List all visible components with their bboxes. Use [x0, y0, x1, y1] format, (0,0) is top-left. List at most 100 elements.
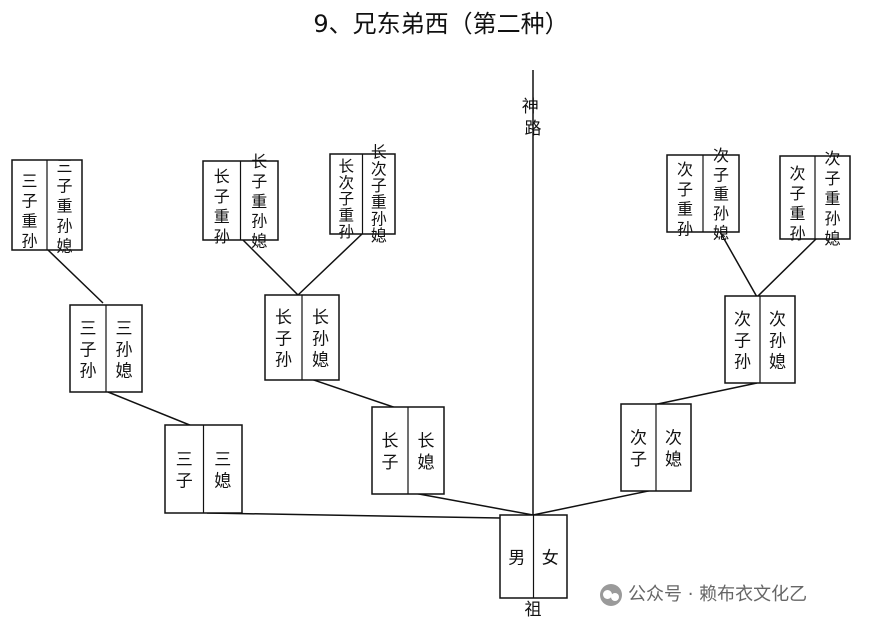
connector-third-gen3: [47, 249, 104, 304]
wechat-logo-icon: [600, 584, 622, 606]
tablet-second-great-grandson-b-left-char: 次: [789, 164, 805, 183]
tablet-eldest-great-grandson-b-right-char: 长: [371, 143, 387, 162]
tablet-third-great-grandson-right-char: 重: [56, 196, 72, 215]
tablet-eldest-great-grandson-b-left-char: 长: [338, 157, 354, 175]
tablet-third-grandson-left-char: 子: [80, 340, 97, 360]
tablet-second-grandson-left-char: 孙: [734, 353, 751, 373]
tablet-eldest-great-grandson-b-left-char: 孙: [338, 223, 354, 241]
tablet-second-great-grandson-b-right-char: 次: [824, 149, 840, 168]
tablet-eldest-great-grandson-b-right-char: 孙: [371, 209, 387, 228]
tablet-eldest-great-grandson-a-left-char: 子: [214, 187, 230, 206]
tablet-second-great-grandson-a-left-char: 次: [677, 160, 693, 179]
tablet-second-great-grandson-a-left-char: 孙: [677, 219, 693, 238]
ancestor-label: 祖: [525, 600, 542, 620]
tablet-second-great-grandson-a-right-char: 重: [713, 185, 729, 204]
tablet-second-great-grandson-b-right-char: 重: [824, 189, 840, 208]
tablet-third-great-grandson-right-char: 三: [56, 156, 72, 175]
tablet-eldest-great-grandson-a-left-char: 孙: [214, 227, 230, 246]
tablet-third-grandson-left-char: 三: [80, 319, 97, 339]
tablet-second-grandson-right-char: 孙: [769, 331, 786, 351]
tablet-second-great-grandson-b-right-char: 媳: [824, 229, 840, 248]
tablet-eldest-grandson-left-char: 长: [275, 308, 292, 328]
tablet-eldest-great-grandson-b-left-char: 重: [338, 207, 354, 225]
tablet-eldest-son-left-char: 子: [382, 453, 399, 473]
tablet-eldest-great-grandson-a-right-char: 长: [251, 152, 267, 171]
tablet-third-great-grandson-left-char: 三: [21, 171, 37, 190]
tablet-ancestor-left-char: 男: [508, 548, 525, 568]
tablet-eldest-great-grandson-a-left-char: 重: [214, 207, 230, 226]
tablet-second-grandson-left-char: 次: [734, 310, 751, 330]
tablet-second-son-right-char: 媳: [665, 450, 682, 470]
tablet-eldest-great-grandson-b-right-char: 子: [371, 176, 387, 195]
tablet-eldest-great-grandson-a-right-char: 媳: [251, 231, 267, 250]
tablet-third-great-grandson-right-char: 子: [56, 176, 72, 195]
tablet-second-grandson-right-char: 媳: [769, 353, 786, 373]
tablet-eldest-son-right-char: 媳: [418, 453, 435, 473]
god-road-label: 神 路: [522, 97, 544, 139]
connector-eldest-branch: [407, 491, 534, 516]
tablet-second-great-grandson-b-left-char: 孙: [789, 224, 805, 243]
tablet-eldest-great-grandson-a-right-char: 重: [251, 192, 267, 211]
tablet-eldest-great-grandson-a-left-char: 长: [214, 167, 230, 186]
tablet-third-grandson-left-char: 孙: [80, 362, 97, 382]
tablet-eldest-great-grandson-b-right-char: 媳: [371, 226, 387, 245]
tablet-second-great-grandson-a-right-char: 子: [713, 165, 729, 184]
tablet-second-son-right-char: 次: [665, 429, 682, 449]
tablet-third-grandson-right-char: 孙: [116, 340, 133, 360]
tablet-second-great-grandson-a-left-char: 重: [677, 200, 693, 219]
connector-second-gen2: [652, 382, 758, 406]
god-road-char-1: 神: [522, 97, 539, 117]
tablet-third-grandson-right-char: 媳: [116, 362, 133, 382]
watermark-text: 公众号 · 赖布衣文化乙: [628, 584, 808, 605]
tablet-eldest-great-grandson-a-right-char: 孙: [251, 212, 267, 231]
tablet-third-great-grandson-left-char: 孙: [21, 231, 37, 250]
tablet-eldest-son-left-char: 长: [382, 432, 399, 452]
tablet-eldest-great-grandson-a-right-char: 子: [251, 172, 267, 191]
tablet-second-great-grandson-a-right-char: 媳: [713, 224, 729, 243]
tablet-eldest-son-right-char: 长: [418, 432, 435, 452]
page-title: 9、兄东弟西（第二种）: [313, 10, 569, 38]
watermark: 公众号 · 赖布衣文化乙: [600, 580, 807, 606]
tablets: 男女三子三媳长子长媳次子次媳三子孙三孙媳长子孙长孙媳次子孙次孙媳三子重孙三子重孙…: [11, 143, 851, 599]
god-road-char-2: 路: [525, 119, 542, 139]
tablet-third-great-grandson-right-char: 媳: [56, 236, 72, 255]
tablet-second-son-left-char: 子: [630, 450, 647, 470]
tablet-ancestor-right-char: 女: [542, 548, 559, 568]
tablet-third-great-grandson-left-char: 子: [21, 191, 37, 210]
tablet-third-great-grandson-right-char: 孙: [56, 216, 72, 235]
connector-second-branch: [532, 489, 654, 516]
tablet-third-grandson-right-char: 三: [116, 319, 133, 339]
tablet-second-great-grandson-b-right-char: 孙: [824, 209, 840, 228]
tablet-eldest-grandson-right-char: 媳: [312, 351, 329, 371]
tablet-second-great-grandson-a-right-char: 孙: [713, 204, 729, 223]
tablet-third-great-grandson-left-char: 重: [21, 211, 37, 230]
connector-third-branch: [206, 512, 501, 519]
tablet-third-son-left-char: 子: [176, 471, 193, 491]
tablet-second-great-grandson-a-left-char: 子: [677, 180, 693, 199]
tablet-eldest-great-grandson-b-left-char: 子: [338, 190, 354, 208]
tablet-eldest-great-grandson-b-right-char: 次: [371, 159, 387, 178]
tablet-second-great-grandson-a-right-char: 次: [713, 146, 729, 165]
tablet-eldest-great-grandson-b-right-char: 重: [371, 193, 387, 212]
tablet-ancestor: 男女: [499, 514, 568, 599]
tablet-eldest-great-grandson-b-left-char: 次: [338, 174, 354, 192]
tablet-second-great-grandson-b-left-char: 子: [789, 184, 805, 203]
tablet-eldest-grandson-right-char: 孙: [312, 329, 329, 349]
tablet-eldest-grandson-right-char: 长: [312, 308, 329, 328]
tablet-second-grandson-left-char: 子: [734, 331, 751, 351]
tablet-second-great-grandson-b-right-char: 子: [824, 169, 840, 188]
tablet-third-son-right-char: 媳: [214, 471, 231, 491]
tablet-third-son-left-char: 三: [176, 450, 193, 470]
connector-eldest-gen2: [301, 375, 409, 413]
tablet-second-son-left-char: 次: [630, 429, 647, 449]
